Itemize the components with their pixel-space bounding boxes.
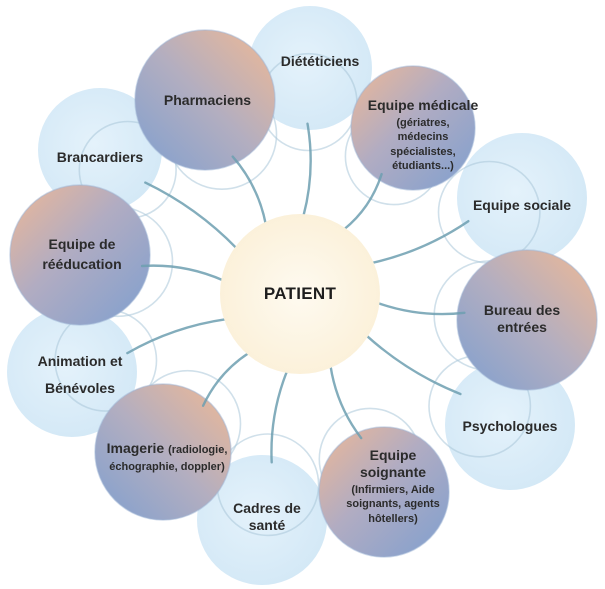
bureau-entrees-circle [456,249,598,391]
node-detail: (Infirmiers, Aide soignants, agents hôte… [346,484,440,525]
dieteticiens-connector [302,122,312,218]
node-label: Cadres de santé [233,500,301,534]
node-bureau-entrees: Bureau des entrées [477,302,567,336]
pharmaciens-connector [231,155,267,226]
node-equipe-medicale: Equipe médicale (gériatres, médecins spé… [363,97,483,173]
node-detail: (radiologie, échographie, doppler) [109,444,228,474]
node-equipe-reeducation: Equipe de rééducation [32,234,132,275]
patient-label: PATIENT [263,284,337,303]
node-label: Brancardiers [56,149,144,165]
imagerie-circle [94,383,232,521]
equipe-sociale-connector [370,220,470,265]
equipe-reeducation-circle [9,184,151,326]
patient-circle [220,214,380,374]
animation-benevoles-connector [126,318,228,355]
node-cadres-sante: Cadres de santé [222,500,312,534]
node-psychologues: Psychologues [450,418,570,435]
node-imagerie: Imagerie (radiologie, échographie, doppl… [92,440,242,475]
brancardiers-circle [38,88,162,212]
node-brancardiers: Brancardiers [45,149,155,166]
node-label: Animation et Bénévoles [37,353,123,396]
equipe-medicale-connector [342,172,383,231]
psychologues-connector [365,334,462,396]
cadres-sante-circle [197,455,327,585]
node-dieteticiens: Diététiciens [265,53,375,70]
equipe-reeducation-connector [140,264,225,282]
imagerie-connector [201,351,251,407]
node-detail: (gériatres, médecins spécialistes, étudi… [390,117,456,172]
node-pharmaciens: Pharmaciens [150,92,265,109]
node-label: Equipe soignante [359,447,427,481]
node-label: Psychologues [462,418,558,434]
node-equipe-soignante: Equipe soignante (Infirmiers, Aide soign… [333,447,453,526]
equipe-medicale-circle [350,65,476,191]
node-equipe-sociale: Equipe sociale [462,197,582,214]
node-label: Equipe médicale [367,97,479,113]
bureau-entrees-connector [376,301,466,316]
equipe-soignante-connector [329,364,363,440]
equipe-soignante-circle [318,426,450,558]
node-animation-benevoles: Animation et Bénévoles [28,348,132,401]
pharmaciens-circle [134,29,276,171]
node-label: Imagerie [106,440,165,456]
cadres-sante-connector [270,369,289,464]
node-label: Bureau des entrées [483,302,561,336]
node-label: Diététiciens [280,53,360,69]
equipe-sociale-circle [457,133,587,263]
brancardiers-connector [144,181,238,250]
node-label: Equipe sociale [472,197,572,213]
node-label: Pharmaciens [163,92,252,108]
animation-benevoles-circle [7,307,137,437]
node-label: Equipe de rééducation [42,236,122,273]
dieteticiens-circle [248,6,372,130]
